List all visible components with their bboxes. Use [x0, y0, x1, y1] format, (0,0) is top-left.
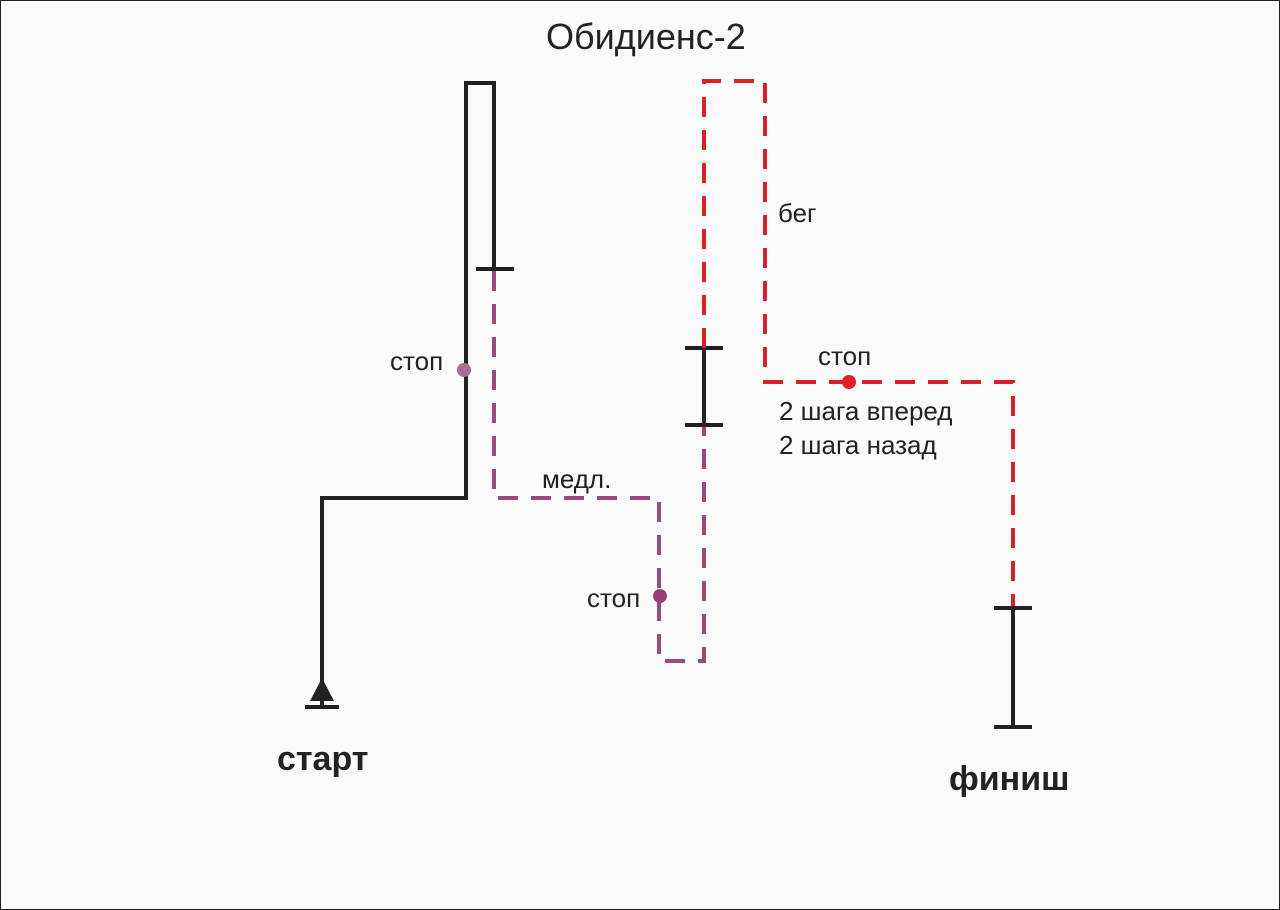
stop-label-3: стоп: [818, 341, 872, 371]
steps-forward-label: 2 шага вперед: [779, 396, 953, 426]
run-pace-path: [702, 79, 1015, 608]
stop-label-1: стоп: [390, 346, 444, 376]
finish-label: финиш: [949, 760, 1070, 798]
stop-label-2: стоп: [587, 583, 641, 613]
stop-dot-2: [653, 589, 667, 603]
start-arrow-icon: [310, 678, 334, 701]
normal-pace-path: [320, 81, 496, 706]
run-label: бег: [778, 198, 817, 228]
start-label: старт: [277, 740, 369, 778]
slow-label: медл.: [542, 464, 612, 494]
stop-dot-1: [457, 363, 471, 377]
steps-back-label: 2 шага назад: [779, 430, 937, 460]
diagram-title: Обидиенс-2: [546, 16, 746, 57]
slow-pace-path: [492, 271, 706, 663]
stop-dot-3: [842, 375, 856, 389]
